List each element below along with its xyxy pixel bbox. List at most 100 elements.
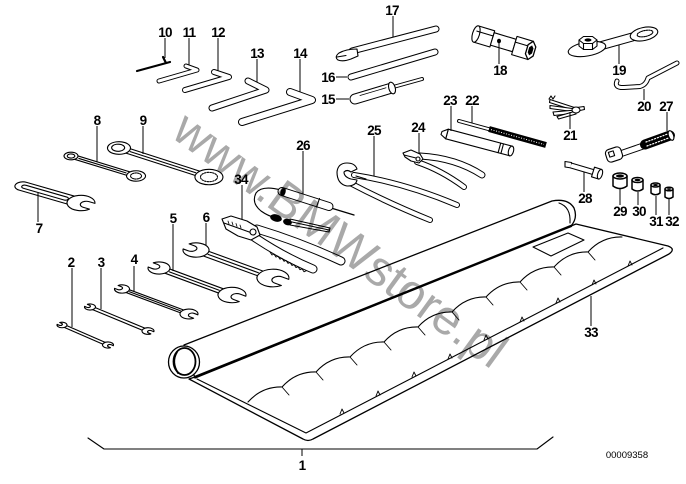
pliers-handle	[417, 153, 485, 178]
callout-label-30: 30	[632, 204, 646, 219]
callout-label-5: 5	[170, 211, 178, 226]
feeler-blade-tips	[548, 95, 556, 100]
pliers-jaw	[336, 162, 358, 187]
part-1-tool-kit-bracket	[87, 436, 554, 450]
extension-shaft	[570, 163, 594, 174]
part-32-socket	[664, 186, 674, 200]
part-6-double-open-end-wrench	[177, 239, 294, 290]
wrench-ring-right-bore	[129, 172, 144, 180]
callout-label-8: 8	[94, 113, 102, 128]
wrench-shaft-channel	[208, 254, 258, 272]
file-tang	[458, 120, 491, 131]
test-lamp-body	[278, 188, 333, 210]
roll-tube-lower-edge	[193, 224, 573, 379]
screwdriver-handle-groove	[359, 87, 387, 96]
diagram-number: 00009358	[606, 450, 648, 461]
part-5-double-open-end-wrench	[143, 259, 250, 306]
part-11-hex-key	[156, 63, 200, 84]
part-25-water-pump-pliers	[336, 162, 460, 223]
callout-label-22: 22	[465, 93, 479, 108]
hex-key-body	[135, 55, 172, 73]
handle-bar-bands	[497, 142, 505, 155]
part-9-double-box-end-wrench	[102, 138, 228, 187]
roll-mat-hem	[196, 247, 664, 434]
wrench-jaw-right	[140, 326, 156, 335]
wrench-jaw-right	[177, 307, 201, 320]
callout-label-7: 7	[36, 221, 43, 236]
spanner-tommy-bar-hole	[497, 38, 501, 44]
lever-bar	[349, 26, 439, 54]
callout-label-23: 23	[443, 93, 458, 108]
callout-label-32: 32	[665, 214, 679, 229]
wrench-ring-left-bore	[109, 143, 127, 153]
wrench-ring-left-bore	[66, 153, 76, 159]
leader-lines	[37, 16, 670, 456]
callout-label-27: 27	[659, 99, 673, 114]
callout-label-21: 21	[563, 128, 578, 143]
part-21-feeler-gauge	[548, 95, 586, 120]
callout-label-1: 1	[299, 458, 307, 473]
feeler-pivot	[571, 106, 581, 114]
callout-label-34: 34	[234, 172, 249, 187]
wrench-jaw-left	[55, 321, 69, 329]
roll-mat	[188, 223, 673, 442]
roll-pocket-folds	[281, 251, 596, 396]
part-20-hook-spanner	[613, 60, 680, 91]
part-15-screwdriver	[349, 77, 424, 105]
callout-label-29: 29	[613, 204, 627, 219]
callout-label-31: 31	[649, 214, 664, 229]
part-17-hook-lever	[335, 25, 440, 62]
callout-label-3: 3	[98, 255, 106, 270]
callout-label-17: 17	[385, 3, 399, 18]
part-18-tubular-box-spanner	[471, 25, 537, 61]
part-2-double-open-end-wrench	[55, 321, 115, 349]
pliers-adjust-slot	[355, 175, 367, 180]
wrench-jaw	[62, 193, 99, 213]
callout-label-15: 15	[321, 92, 336, 107]
part-4-double-open-end-wrench	[111, 283, 201, 321]
wrench-shaft-channel	[130, 152, 196, 173]
callout-label-26: 26	[296, 138, 311, 153]
part-22-file	[457, 119, 547, 148]
pliers-handle	[250, 233, 317, 273]
callout-labels: 1 2 3 4 5 6 7 8 9 10 11 12 13 14 15 16 1…	[36, 3, 680, 473]
part-12-hex-key	[182, 69, 232, 93]
callout-label-4: 4	[131, 252, 139, 267]
part-8-double-box-end-wrench	[60, 150, 149, 184]
nut-edges	[582, 42, 594, 51]
pliers-handle	[348, 181, 432, 222]
part-33-tool-roll-bag	[167, 199, 673, 442]
roll-hem-stitching	[339, 260, 633, 415]
wrench-jaw-left	[179, 240, 214, 259]
screwdriver-blade	[394, 78, 423, 88]
part-31-socket	[650, 182, 661, 196]
pliers-jaw-split	[223, 222, 253, 234]
hex-key-body	[209, 78, 269, 111]
part-27-ratchet	[604, 130, 675, 163]
nut-bore	[584, 38, 592, 42]
extension-end-face	[596, 168, 604, 180]
test-lamp-end-cap	[280, 187, 286, 197]
extension-drive-tip	[564, 160, 573, 169]
callout-label-16: 16	[321, 70, 336, 85]
pliers-pivot	[415, 156, 421, 162]
wrench-jaw-left	[145, 260, 175, 276]
wrench-ring-right	[123, 169, 149, 183]
part-13-hex-key	[208, 77, 270, 112]
callout-label-20: 20	[637, 99, 651, 114]
spanner-ring-opening	[636, 29, 654, 38]
ratchet-grip	[640, 130, 675, 150]
part-3-double-open-end-wrench	[82, 303, 156, 336]
pliers-jaw-teeth	[227, 220, 242, 229]
part-30-socket	[631, 176, 644, 192]
wrench-jaw-left	[112, 283, 132, 294]
part-23-handle-bar	[440, 128, 515, 157]
bracket-line	[87, 436, 554, 450]
pliers-handle	[253, 225, 345, 265]
callout-label-12: 12	[211, 25, 225, 40]
wrench-ring-right-bore	[197, 171, 220, 184]
pliers-pivot	[249, 228, 257, 236]
lever-hook-end	[335, 48, 359, 62]
callout-label-10: 10	[158, 25, 172, 40]
